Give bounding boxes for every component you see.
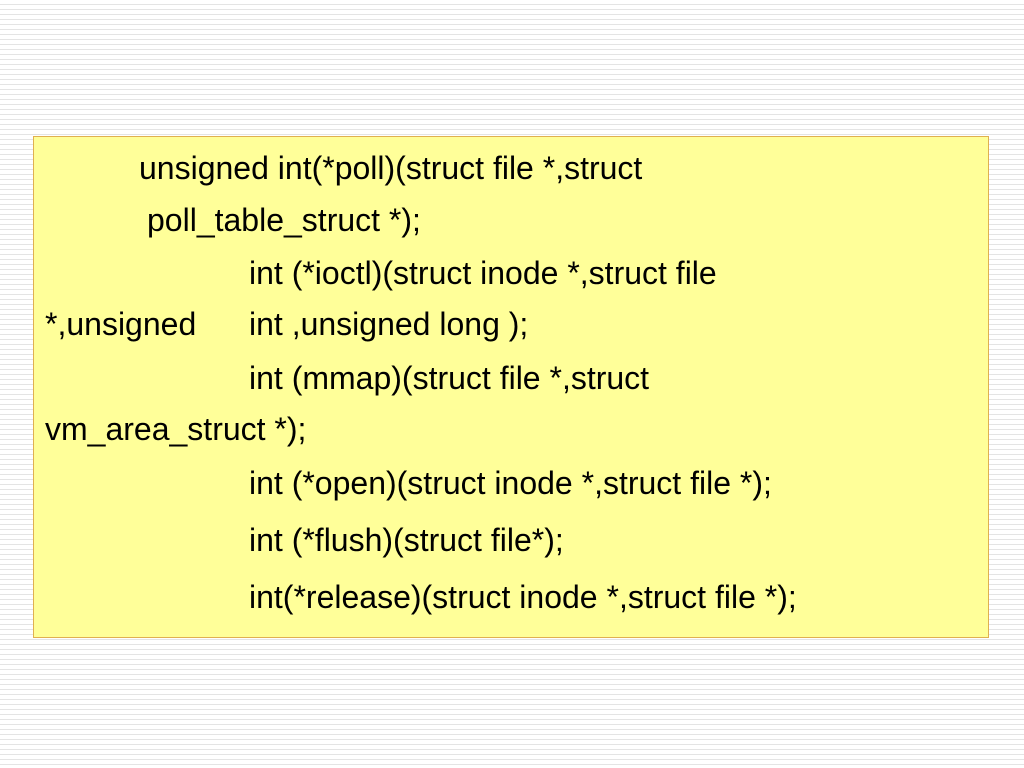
open-declaration-line: int (*open)(struct inode *,struct file *…	[249, 465, 772, 501]
mmap-declaration-line-1: int (mmap)(struct file *,struct	[249, 360, 650, 396]
ioctl-declaration-line-1: int (*ioctl)(struct inode *,struct file	[249, 255, 717, 291]
code-text-box: unsigned int(*poll)(struct file *,struct…	[33, 136, 989, 638]
ioctl-declaration-line-2b: int ,unsigned long );	[249, 306, 529, 342]
poll-declaration-line-1: unsigned int(*poll)(struct file *,struct	[139, 150, 643, 186]
flush-declaration-line: int (*flush)(struct file*);	[249, 522, 564, 558]
release-declaration-line: int(*release)(struct inode *,struct file…	[249, 579, 797, 615]
ioctl-declaration-line-2a: *,unsigned	[45, 306, 197, 342]
poll-declaration-line-2: poll_table_struct *);	[147, 202, 421, 238]
mmap-declaration-line-2: vm_area_struct *);	[45, 411, 307, 447]
